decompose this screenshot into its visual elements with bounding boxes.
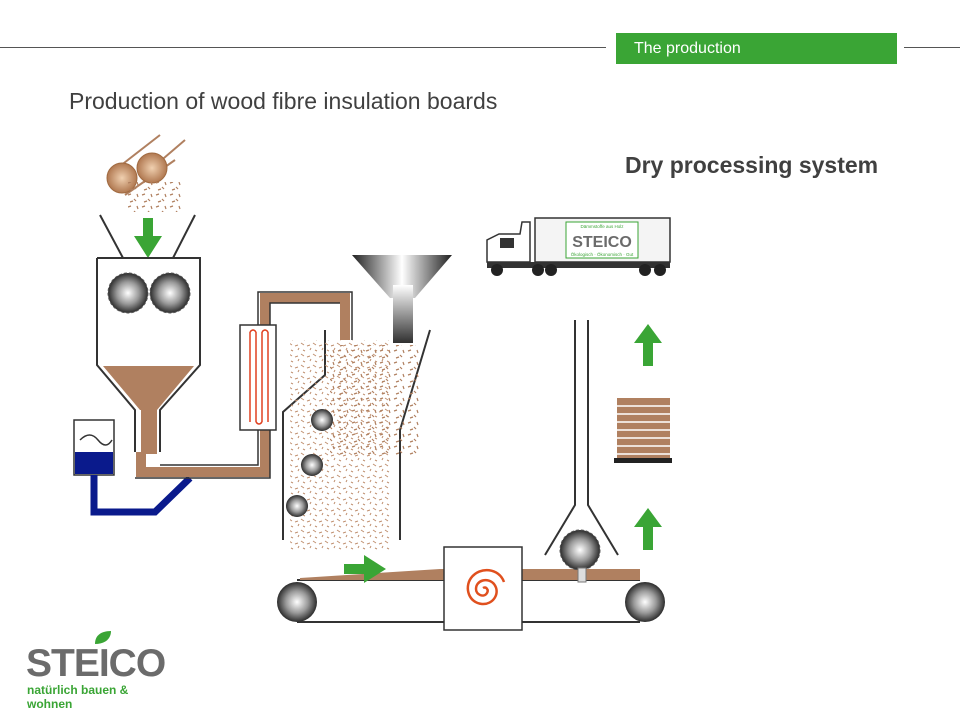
- glue-hopper: [352, 255, 452, 343]
- conveyor-arrow-icon: [344, 555, 386, 583]
- section-tab: The production: [616, 33, 897, 64]
- truck-slogan-top: Dämmstoffe aus Holz: [581, 224, 625, 229]
- cutting-saw: [544, 320, 619, 583]
- delivery-truck: Dämmstoffe aus Holz STEICO Ökologisch · …: [486, 217, 671, 276]
- truck-slogan-bottom: Ökologisch · Ökonomisch · Gut: [571, 251, 634, 257]
- output-arrow-icon-lower: [634, 508, 662, 550]
- dryer-heater: [239, 324, 277, 431]
- logo-tagline: natürlich bauen & wohnen: [27, 683, 129, 711]
- output-arrow-icon-upper: [634, 324, 662, 366]
- header-rule-right: [904, 47, 960, 48]
- page-subtitle: Dry processing system: [625, 152, 879, 178]
- water-pipe: [90, 475, 193, 516]
- wood-chips: [128, 182, 183, 212]
- bunker-rollers: [286, 409, 333, 517]
- logo-wordmark: STEICO: [26, 642, 166, 685]
- forming-bunker: [282, 329, 431, 550]
- water-tank: [73, 419, 115, 476]
- board-stack: [614, 398, 672, 463]
- truck-brand: STEICO: [572, 234, 632, 251]
- header-rule-left: [0, 47, 606, 48]
- steico-logo: STEICO natürlich bauen & wohnen: [26, 628, 176, 711]
- leaf-icon: [95, 631, 111, 644]
- press-heating-unit: [443, 546, 523, 631]
- chipper-hopper: [96, 214, 201, 454]
- chipper-rollers: [107, 272, 191, 314]
- input-arrow-icon: [134, 218, 162, 258]
- page-title: Production of wood fibre insulation boar…: [69, 88, 498, 114]
